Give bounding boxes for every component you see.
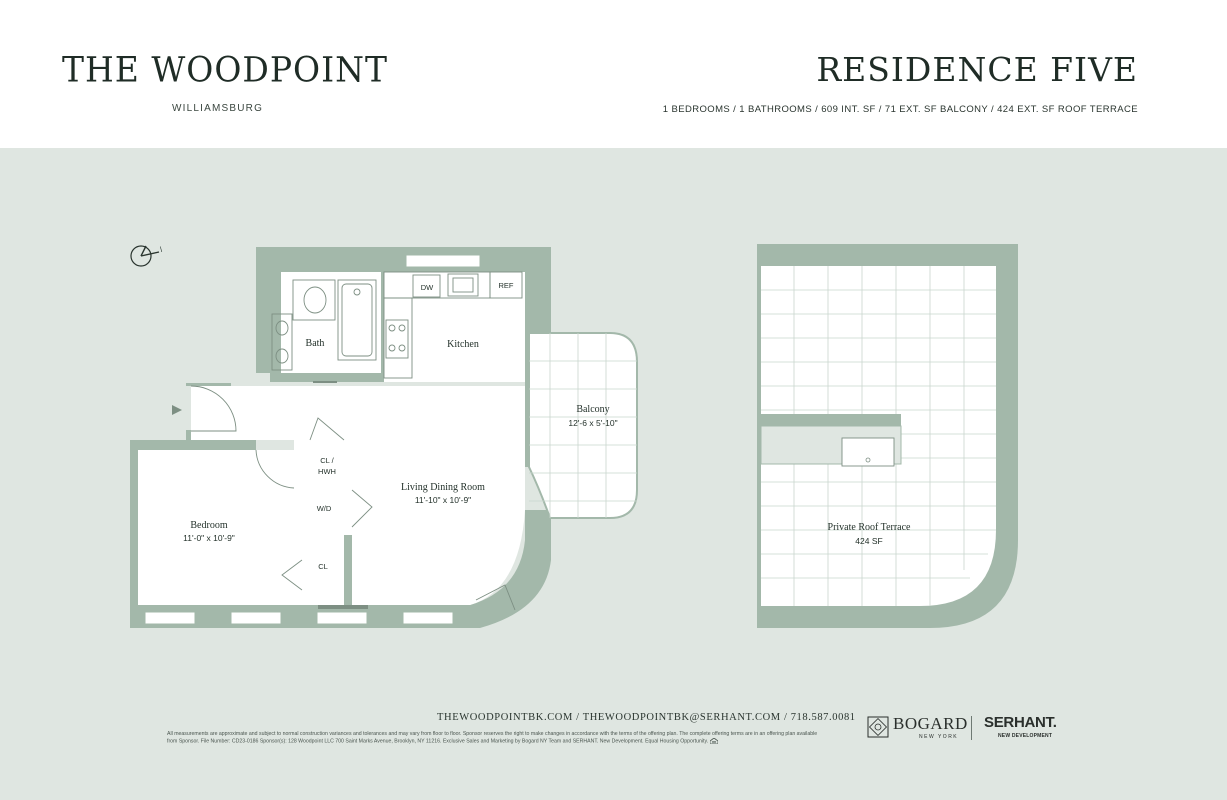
serhant-logo: SERHANT. — [984, 714, 1057, 731]
bedroom-dimensions: 11'-0" x 10'-9" — [183, 533, 235, 543]
balcony-dimensions: 12'-6 x 5'-10" — [568, 418, 617, 428]
windows — [144, 254, 481, 625]
bogard-logo-icon — [867, 716, 889, 738]
washer-dryer-label: W/D — [317, 504, 332, 513]
building-name: THE WOODPOINT — [62, 49, 389, 90]
bogard-subtitle: NEW YORK — [919, 734, 959, 740]
closet-hwh-label-line2: HWH — [318, 467, 336, 476]
disclaimer-text: All measurements are approximate and sub… — [167, 731, 818, 745]
kitchen-label: Kitchen — [447, 339, 479, 350]
closet-hwh-label-line1: CL / — [320, 456, 334, 465]
bath-label: Bath — [306, 338, 325, 349]
terrace-area: 424 SF — [855, 536, 882, 546]
roof-terrace — [757, 244, 1018, 628]
floor-plan: \ — [130, 244, 1018, 628]
dishwasher-label: DW — [421, 283, 434, 292]
logo-divider — [971, 716, 972, 740]
floor-areas — [138, 272, 525, 605]
balcony — [528, 332, 638, 519]
equal-housing-icon — [709, 737, 718, 745]
svg-text:\: \ — [160, 245, 163, 254]
north-arrow-icon: \ — [130, 245, 163, 267]
kitchen-fixtures — [383, 271, 523, 379]
contact-line: THEWOODPOINTBK.COM / THEWOODPOINTBK@SERH… — [437, 712, 856, 723]
entry-arrow-icon — [172, 405, 182, 415]
residence-name: RESIDENCE FIVE — [816, 50, 1138, 89]
serhant-subtitle: NEW DEVELOPMENT — [998, 733, 1053, 739]
neighborhood: WILLIAMSBURG — [172, 103, 264, 114]
bogard-name: BOGARD — [893, 714, 968, 733]
balcony-label: Balcony — [576, 404, 609, 415]
bedroom-label: Bedroom — [190, 520, 227, 531]
header: THE WOODPOINT WILLIAMSBURG RESIDENCE FIV… — [0, 0, 1227, 148]
closet-label: CL — [318, 562, 328, 571]
refrigerator-label: REF — [499, 281, 514, 290]
living-label: Living Dining Room — [401, 482, 485, 493]
legal-disclaimer: All measurements are approximate and sub… — [167, 731, 827, 745]
living-dimensions: 11'-10" x 10'-9" — [415, 495, 471, 505]
terrace-label: Private Roof Terrace — [828, 522, 912, 533]
bath-fixtures — [271, 279, 377, 371]
residence-specs: 1 BEDROOMS / 1 BATHROOMS / 609 INT. SF /… — [662, 104, 1138, 115]
